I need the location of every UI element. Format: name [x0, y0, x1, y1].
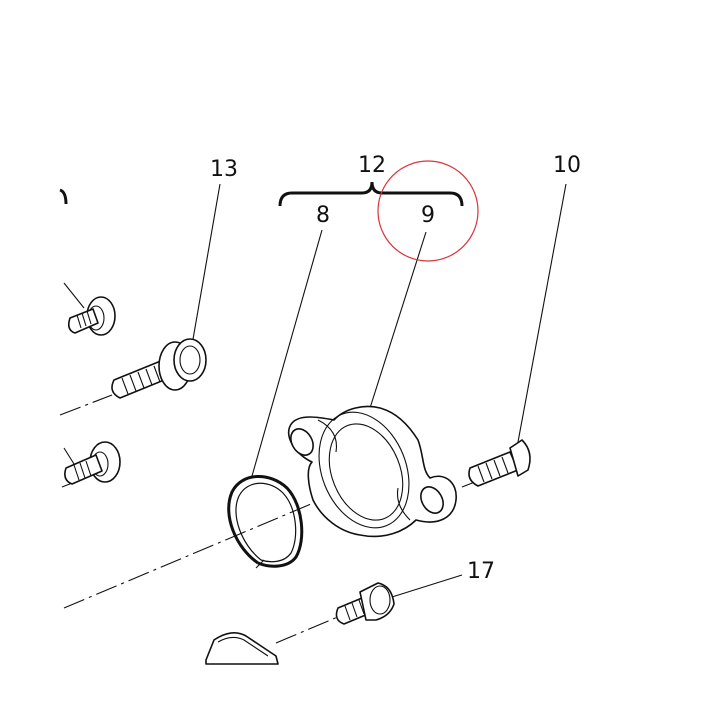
- callout-17: 17: [467, 559, 495, 584]
- snap-ring-8: [227, 475, 304, 569]
- screw-10: [468, 439, 531, 487]
- bolt-13: [111, 338, 207, 399]
- small-screw-middle: [64, 441, 121, 485]
- partial-part-bottom: [205, 632, 279, 665]
- highlight-circle: [377, 160, 479, 262]
- callout-9: 9: [421, 203, 435, 228]
- small-screw-top: [68, 296, 116, 336]
- callout-8: 8: [316, 203, 330, 228]
- partial-part-top-left: [59, 188, 68, 205]
- callout-12: 12: [358, 153, 386, 178]
- partial-part-bottom-detail: [217, 636, 269, 657]
- bolt-17: [335, 582, 395, 625]
- flange-9: [287, 405, 457, 538]
- callout-13: 13: [210, 157, 238, 182]
- callout-10: 10: [553, 153, 581, 178]
- leader-lines: [63, 183, 567, 598]
- group-bracket: [278, 181, 464, 207]
